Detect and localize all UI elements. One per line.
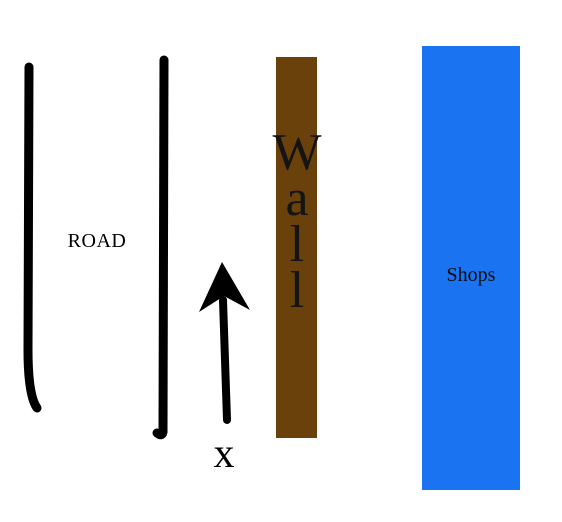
wall [276,57,317,438]
wall-label-letter: l [289,216,305,273]
wall-label-letter: W [272,124,322,181]
position-marker-label: x [213,431,235,477]
up-arrow-icon [199,262,250,312]
road-label: ROAD [67,230,127,252]
wall-label-letter: a [285,170,309,227]
shops-block: Shops [422,46,520,490]
road-left-edge [23,62,42,413]
shops-label: Shops [446,264,496,286]
wall-label-letter: l [289,262,305,319]
road-right-edge [152,55,169,440]
arrow-shaft [219,296,231,424]
